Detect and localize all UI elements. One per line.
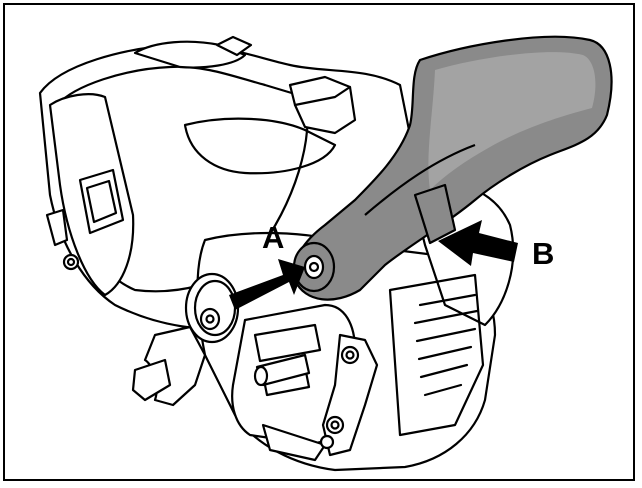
bolt-top-inner (345, 350, 355, 360)
starter-disc (184, 272, 240, 344)
starter-hub-pin (205, 314, 215, 324)
bar-hook (131, 358, 172, 402)
handle-end-pin (308, 261, 320, 273)
arrow-a-icon (229, 259, 305, 310)
upper-shelf (183, 117, 337, 175)
left-hook (45, 208, 69, 247)
bolt-side (319, 434, 335, 450)
top-block (288, 75, 357, 135)
shaft-end (253, 365, 269, 387)
top-tab (215, 35, 253, 57)
callout-label-b: B (532, 236, 555, 271)
left-knob-inner (66, 257, 76, 267)
handle-stem (413, 183, 457, 245)
handle-highlight (428, 52, 596, 191)
tool-illustration (38, 35, 613, 472)
rear-grip-window-2 (85, 179, 118, 224)
cooling-fins (413, 293, 479, 397)
bumper (261, 423, 327, 462)
callout-label-a: A (262, 220, 285, 255)
figure-frame: A B (3, 3, 635, 481)
fin-block (388, 273, 485, 437)
handle-groove (364, 143, 476, 216)
top-block-face (293, 85, 352, 107)
bolt-bottom-inner (330, 420, 340, 430)
side-plate-slot (253, 323, 322, 363)
front-handle (292, 35, 613, 301)
arrow-b-icon (438, 220, 518, 266)
